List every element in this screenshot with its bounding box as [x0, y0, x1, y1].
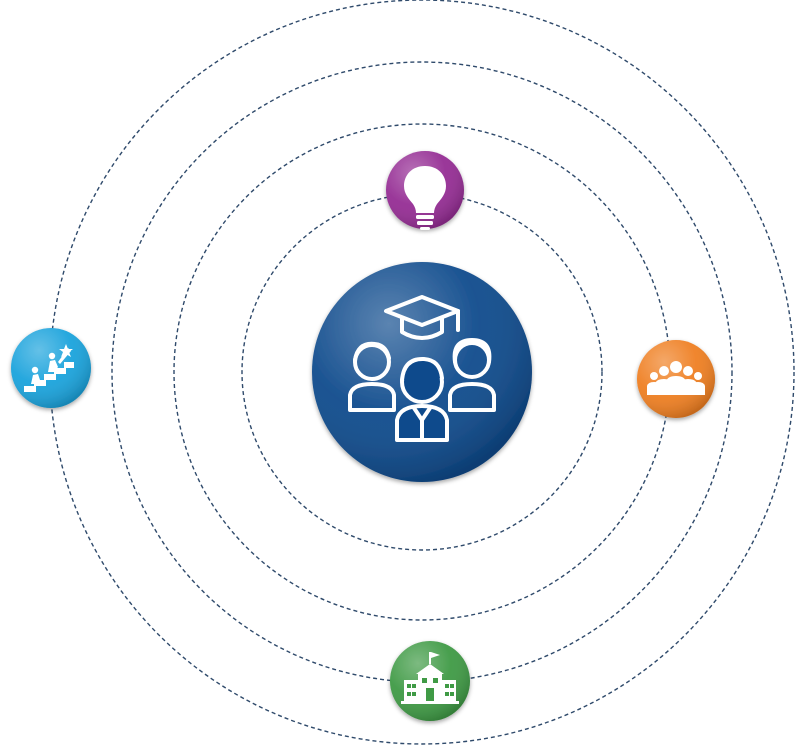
orbit-ring-4: [49, 0, 795, 745]
graduates-group-icon: [348, 295, 496, 442]
school-building-icon: [401, 652, 459, 704]
growth-stairs-icon: [24, 344, 74, 392]
lightbulb-icon: [404, 166, 446, 230]
team-group-icon: [647, 361, 705, 395]
